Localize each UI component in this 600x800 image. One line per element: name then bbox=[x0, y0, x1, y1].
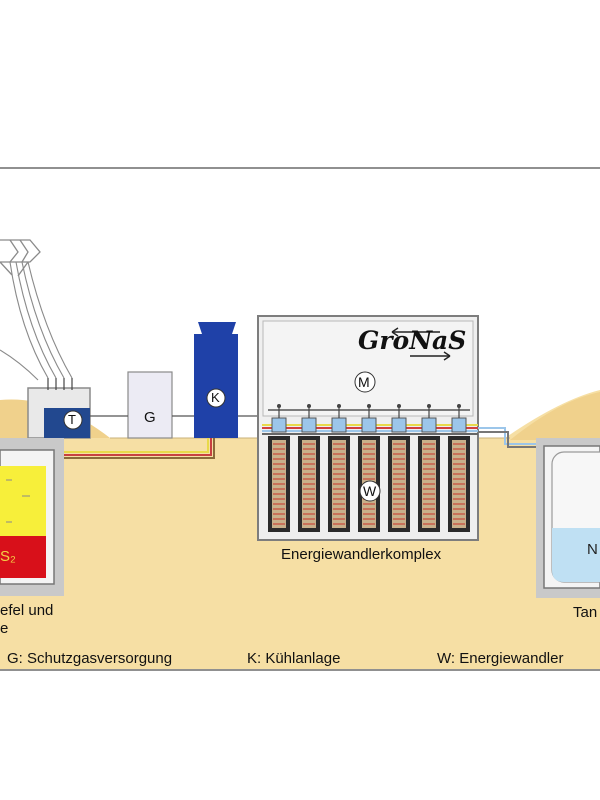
marker-K-circle bbox=[206, 388, 226, 408]
marker-G: G bbox=[144, 409, 156, 426]
left-tank-chemical-label: S₂ bbox=[0, 548, 16, 565]
marker-M: M bbox=[358, 374, 370, 390]
converter-cell bbox=[268, 404, 290, 532]
logo-arrows-icon bbox=[391, 327, 451, 361]
marker-T: T bbox=[68, 412, 76, 427]
converter-cell bbox=[418, 404, 440, 532]
legend-item-k: K: Kühlanlage bbox=[247, 650, 341, 667]
sodium-sulfide-layer bbox=[0, 536, 46, 578]
left-tank-caption-line1: efel und bbox=[0, 602, 54, 619]
legend-item-g: G: Schutzgasversorgung bbox=[7, 650, 173, 667]
marker-W: W bbox=[363, 483, 377, 499]
converter-cell bbox=[298, 404, 320, 532]
logo: GroNaS bbox=[358, 326, 467, 355]
sodium-liquid bbox=[552, 528, 600, 582]
cooling-unit bbox=[194, 334, 238, 438]
converter-cell bbox=[388, 404, 410, 532]
converter-complex-inner bbox=[262, 320, 474, 417]
marker-W-circle bbox=[359, 480, 381, 502]
cooling-unit-cap bbox=[198, 322, 236, 334]
converter-cells bbox=[268, 404, 470, 532]
right-tank-chemical-label: N bbox=[587, 541, 598, 558]
right-hill bbox=[510, 392, 600, 440]
marker-T-circle bbox=[63, 410, 83, 430]
marker-K: K bbox=[211, 390, 220, 405]
marker-M-circle bbox=[354, 371, 376, 393]
left-tank-caption-line2: e bbox=[0, 620, 9, 637]
sulfur-layer bbox=[0, 466, 46, 536]
pipelines bbox=[48, 427, 540, 459]
legend-item-w: W: Energiewandler bbox=[437, 650, 564, 667]
power-lines bbox=[0, 261, 73, 381]
converter-cell bbox=[448, 404, 470, 532]
gas-supply-unit bbox=[127, 371, 173, 439]
right-tank-caption: Tan bbox=[573, 604, 598, 621]
converter-cell bbox=[328, 404, 350, 532]
complex-caption: Energiewandlerkomplex bbox=[281, 546, 442, 563]
sulfur-marks bbox=[6, 479, 30, 523]
